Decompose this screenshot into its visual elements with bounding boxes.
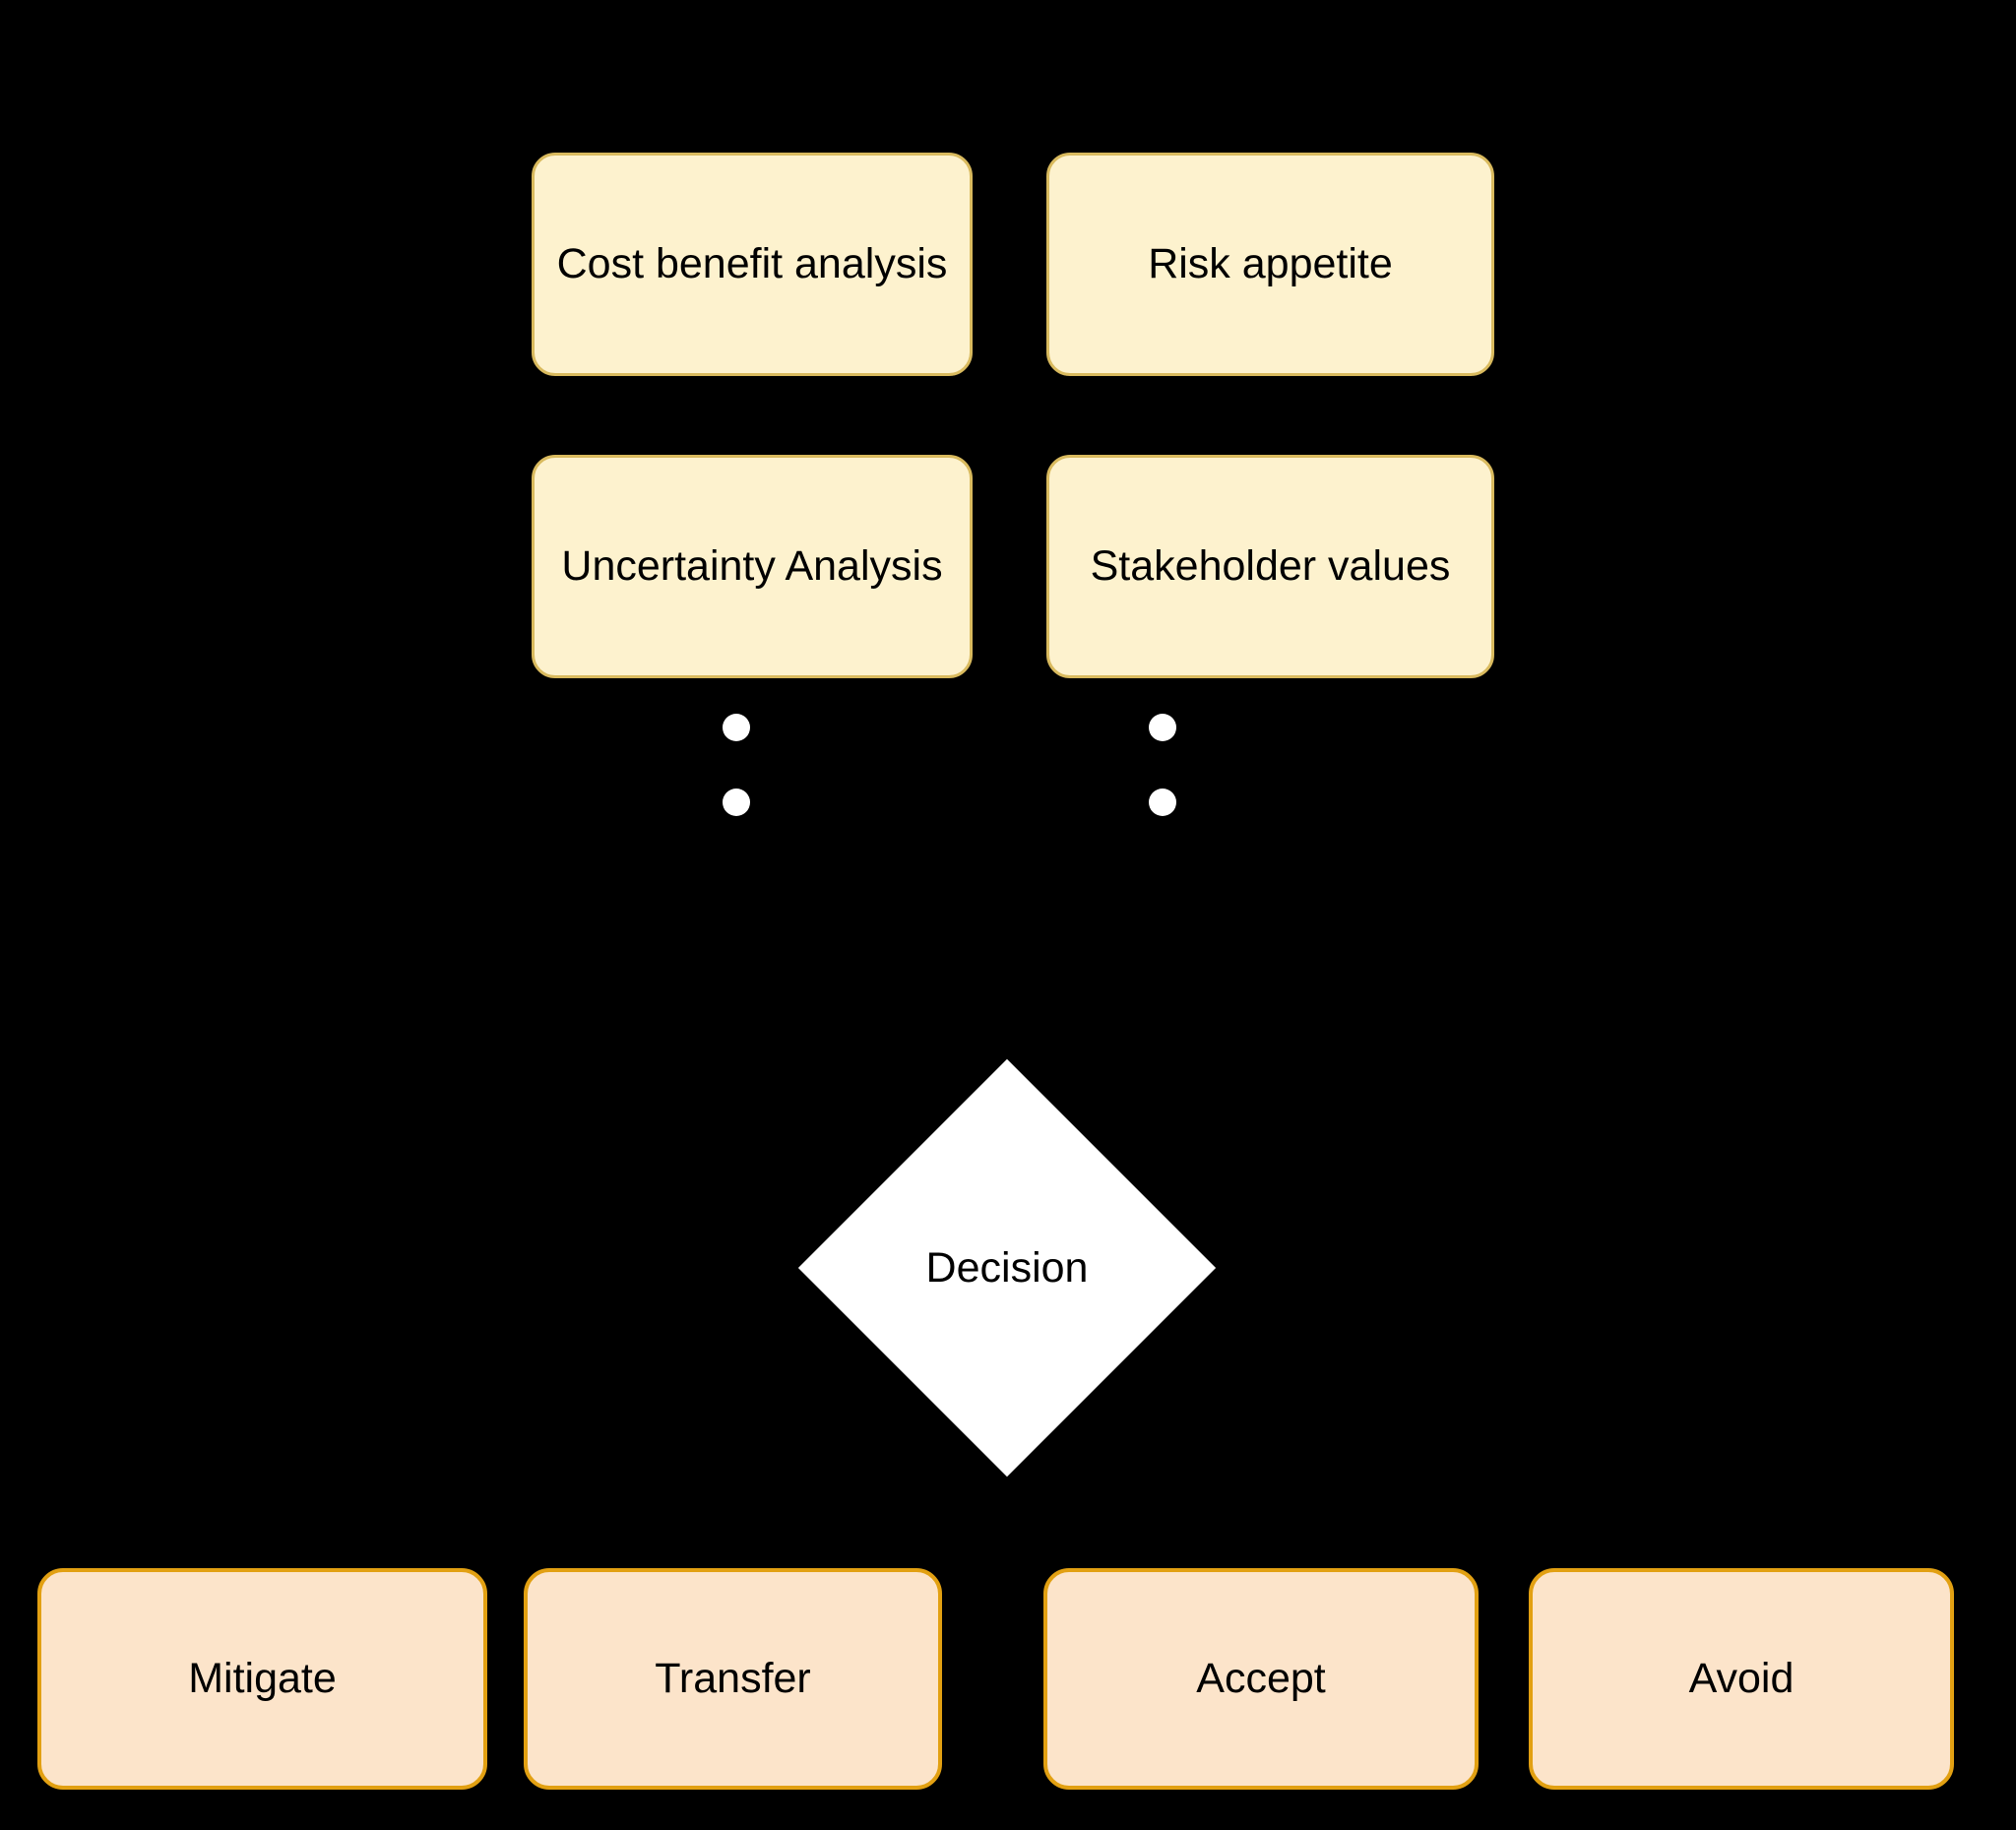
node-label: Transfer: [655, 1654, 811, 1702]
node-risk-appetite[interactable]: Risk appetite: [1046, 153, 1494, 376]
node-uncertainty-analysis[interactable]: Uncertainty Analysis: [532, 455, 973, 678]
decision-diamond[interactable]: Decision: [797, 1058, 1217, 1478]
decision-label: Decision: [925, 1243, 1089, 1292]
node-label: Avoid: [1688, 1654, 1795, 1702]
node-avoid[interactable]: Avoid: [1529, 1568, 1954, 1790]
ellipsis-dot-icon: [723, 789, 750, 816]
node-accept[interactable]: Accept: [1043, 1568, 1479, 1790]
node-mitigate[interactable]: Mitigate: [37, 1568, 487, 1790]
ellipsis-dot-icon: [723, 714, 750, 741]
node-label: Cost benefit analysis: [556, 239, 948, 287]
node-label: Stakeholder values: [1090, 541, 1451, 590]
node-label: Risk appetite: [1148, 239, 1393, 287]
node-label: Uncertainty Analysis: [561, 541, 943, 590]
node-stakeholder-values[interactable]: Stakeholder values: [1046, 455, 1494, 678]
ellipsis-dot-icon: [1149, 714, 1176, 741]
node-transfer[interactable]: Transfer: [524, 1568, 942, 1790]
ellipsis-dot-icon: [1149, 789, 1176, 816]
node-label: Accept: [1196, 1654, 1326, 1702]
node-label: Mitigate: [188, 1654, 337, 1702]
node-cost-benefit-analysis[interactable]: Cost benefit analysis: [532, 153, 973, 376]
